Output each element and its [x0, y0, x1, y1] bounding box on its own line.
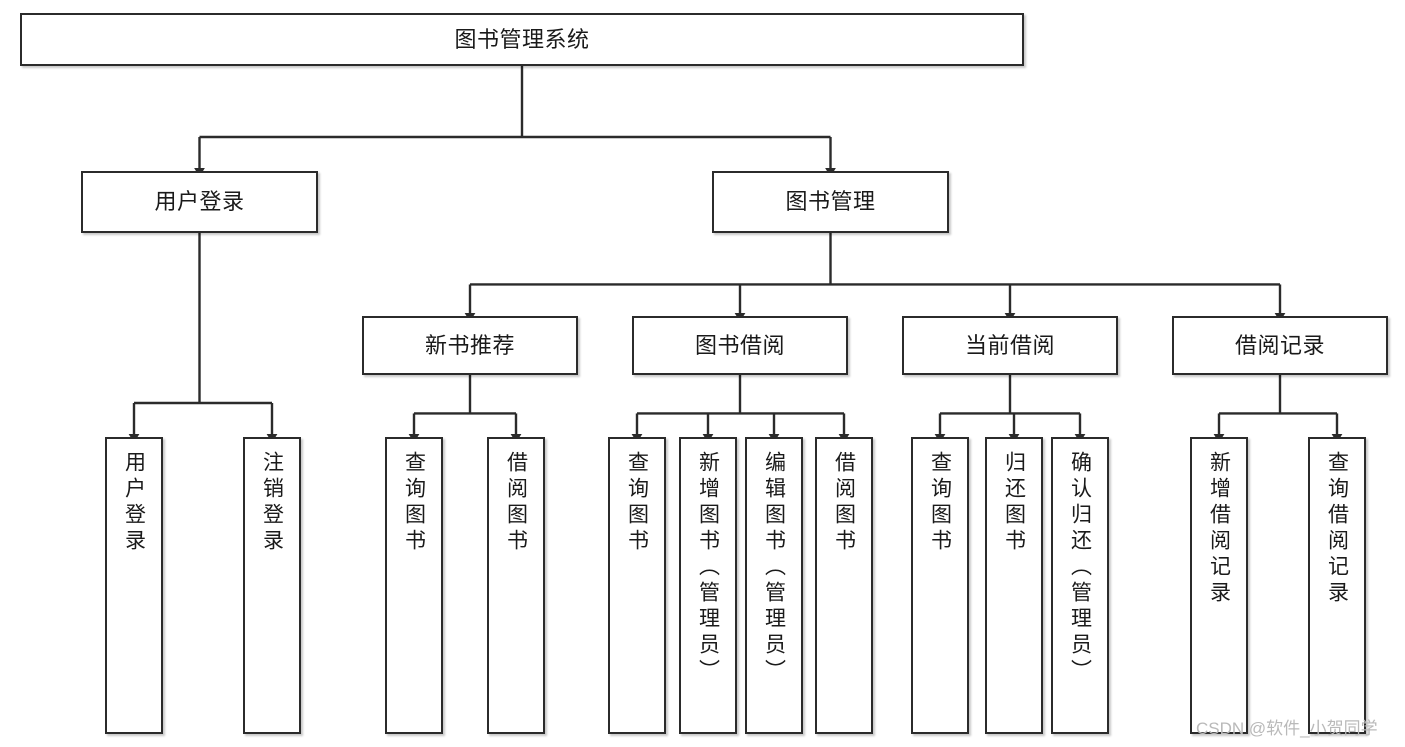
node-leaf-return-book[interactable]: 归还图书 — [985, 437, 1043, 734]
node-label: 新增借阅记录 — [1207, 451, 1231, 607]
node-label: 查询图书 — [402, 451, 426, 555]
node-leaf-user-login[interactable]: 用户登录 — [105, 437, 163, 734]
node-label: 用户登录 — [122, 451, 146, 555]
node-leaf-add-book[interactable]: 新增图书（管理员） — [679, 437, 737, 734]
csdn-watermark: CSDN @软件_小贺同学 — [1196, 719, 1378, 738]
node-label: 当前借阅 — [964, 332, 1055, 358]
node-label: 图书借阅 — [694, 332, 785, 358]
node-new-book-recommend[interactable]: 新书推荐 — [362, 316, 578, 375]
node-leaf-borrow-book-1[interactable]: 借阅图书 — [487, 437, 545, 734]
node-label: 查询图书 — [928, 451, 952, 555]
node-book-borrow[interactable]: 图书借阅 — [632, 316, 848, 375]
node-leaf-query-book-3[interactable]: 查询图书 — [911, 437, 969, 734]
node-current-borrow[interactable]: 当前借阅 — [902, 316, 1118, 375]
node-borrow-record[interactable]: 借阅记录 — [1172, 316, 1388, 375]
node-label: 图书管理系统 — [454, 26, 590, 52]
node-book-manage[interactable]: 图书管理 — [712, 171, 949, 233]
node-label: 图书管理 — [785, 189, 876, 215]
node-label: 借阅图书 — [832, 451, 856, 555]
node-leaf-borrow-book-2[interactable]: 借阅图书 — [815, 437, 873, 734]
node-leaf-query-book-2[interactable]: 查询图书 — [608, 437, 666, 734]
node-label: 新增图书（管理员） — [696, 451, 720, 685]
node-leaf-confirm-return[interactable]: 确认归还（管理员） — [1051, 437, 1109, 734]
node-label: 注销登录 — [260, 451, 284, 555]
node-leaf-edit-book[interactable]: 编辑图书（管理员） — [745, 437, 803, 734]
node-label: 确认归还（管理员） — [1068, 451, 1092, 685]
node-label: 用户登录 — [154, 189, 245, 215]
node-root[interactable]: 图书管理系统 — [20, 13, 1024, 66]
node-label: 查询借阅记录 — [1325, 451, 1349, 607]
node-leaf-logout[interactable]: 注销登录 — [243, 437, 301, 734]
node-label: 新书推荐 — [424, 332, 515, 358]
node-label: 编辑图书（管理员） — [762, 451, 786, 685]
node-label: 查询图书 — [625, 451, 649, 555]
node-label: 借阅图书 — [504, 451, 528, 555]
node-leaf-query-book-1[interactable]: 查询图书 — [385, 437, 443, 734]
node-label: 归还图书 — [1002, 451, 1026, 555]
node-leaf-add-record[interactable]: 新增借阅记录 — [1190, 437, 1248, 734]
node-user-login[interactable]: 用户登录 — [81, 171, 318, 233]
node-label: 借阅记录 — [1234, 332, 1325, 358]
node-leaf-query-record[interactable]: 查询借阅记录 — [1308, 437, 1366, 734]
